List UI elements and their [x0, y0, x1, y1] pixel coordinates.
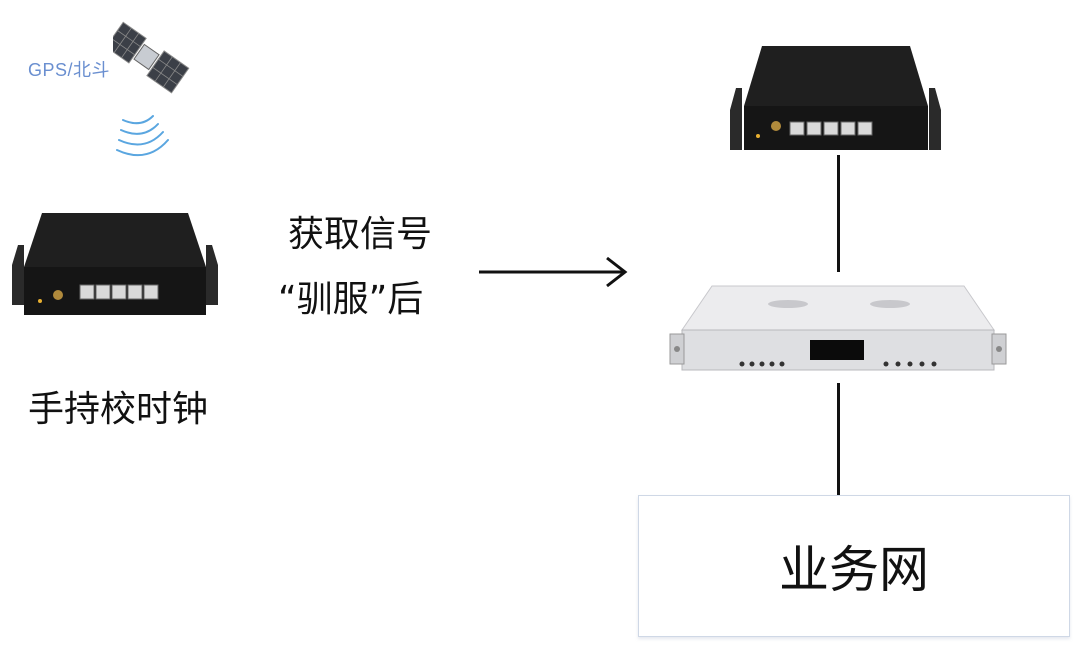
- rack-clock-server: [669, 285, 1007, 371]
- business-network-box: 业务网: [638, 495, 1070, 637]
- handheld-clock-device: [12, 213, 218, 315]
- handheld-clock-label: 手持校时钟: [28, 389, 209, 430]
- connector-line-bottom: [837, 383, 840, 495]
- antenna-connector-icon: [771, 121, 781, 131]
- satellite-group: GPS/北斗: [28, 20, 198, 160]
- antenna-connector-icon: [53, 290, 63, 300]
- process-text-line1: 获取信号: [288, 214, 433, 255]
- sync-device-top: [730, 46, 941, 150]
- process-text-line2: “驯服”后: [278, 279, 424, 320]
- connector-line-top: [837, 155, 840, 272]
- satellite-icon: [113, 21, 190, 157]
- satellite-label: GPS/北斗: [28, 60, 111, 80]
- display-panel: [810, 340, 864, 360]
- right-arrow-icon: [479, 256, 628, 288]
- business-network-label: 业务网: [779, 541, 929, 599]
